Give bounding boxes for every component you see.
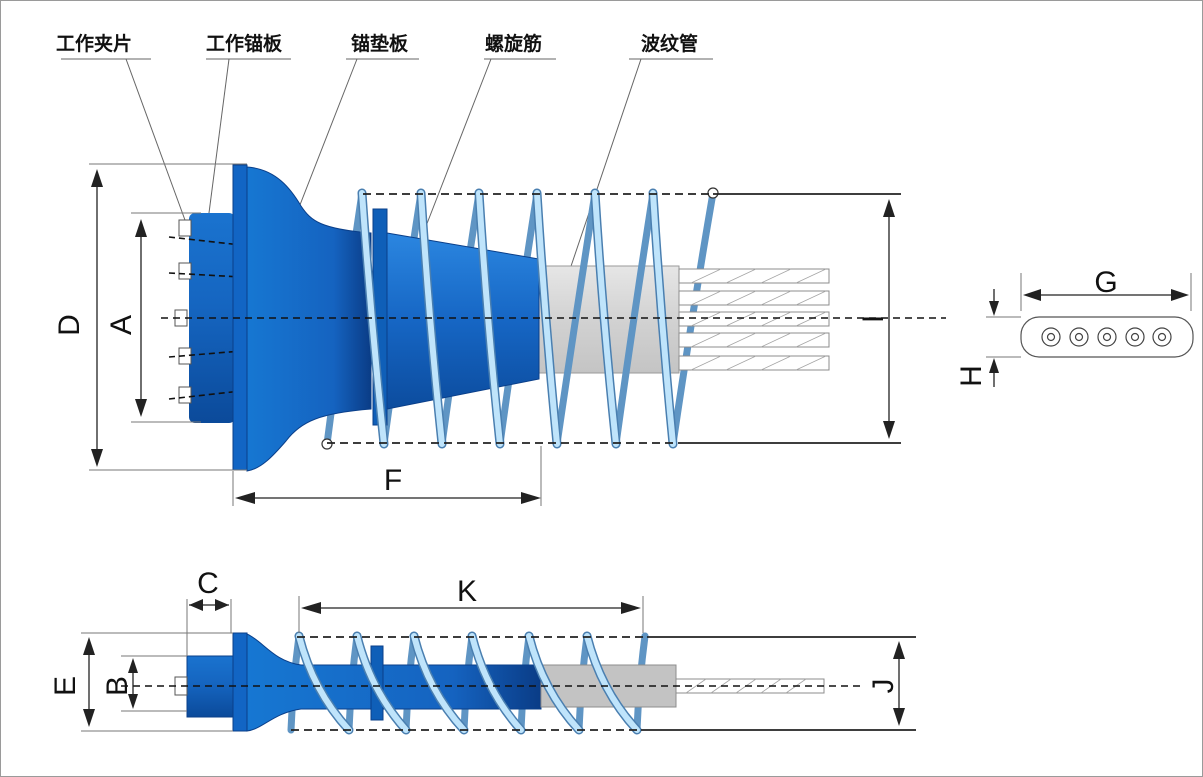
label-corrugated-duct: 波纹管 (641, 32, 698, 55)
callout-leaders (61, 58, 713, 282)
dimension-h: H (955, 365, 988, 387)
bottom-view: C K E B J (49, 567, 916, 735)
label-working-anchor-plate: 工作锚板 (206, 32, 283, 55)
label-spiral-rebar: 螺旋筋 (485, 32, 542, 55)
dimension-d: D (53, 169, 103, 467)
anchor-bearing-plate (246, 166, 372, 472)
dimension-g: G (1094, 266, 1117, 299)
svg-text:B: B (101, 676, 134, 696)
dimension-j: J (867, 641, 905, 726)
svg-text:E: E (49, 676, 82, 696)
spiral-rebar (321, 187, 719, 450)
dimension-a: A (105, 219, 147, 417)
svg-text:I: I (857, 315, 890, 323)
wedge-bolts (174, 219, 192, 404)
spiral-rebar-side (294, 631, 642, 735)
flat-duct-section: G H (955, 266, 1194, 387)
dimension-i: I (857, 199, 895, 439)
label-anchor-bearing-plate: 锚垫板 (351, 32, 409, 55)
svg-text:F: F (384, 464, 402, 497)
svg-text:D: D (53, 314, 86, 336)
dimension-f: F (235, 464, 541, 504)
trumpet-tube (386, 232, 540, 410)
dimension-e: E (49, 637, 95, 727)
dimension-c: C (189, 567, 229, 611)
svg-text:C: C (197, 567, 219, 600)
label-working-wedge: 工作夹片 (56, 32, 132, 55)
svg-text:J: J (867, 679, 900, 694)
svg-text:K: K (457, 575, 477, 608)
dimension-b: B (101, 658, 138, 709)
dimension-k: K (301, 575, 641, 614)
svg-text:A: A (105, 315, 138, 335)
steel-strands (678, 268, 830, 371)
extension-lines-top (89, 163, 542, 506)
working-anchor-plate-side (232, 632, 248, 732)
top-view: 工作夹片 工作锚板 锚垫板 螺旋筋 波纹管 (53, 32, 946, 506)
extension-lines-bottom (81, 596, 644, 732)
duct-strand-holes (1041, 327, 1172, 347)
